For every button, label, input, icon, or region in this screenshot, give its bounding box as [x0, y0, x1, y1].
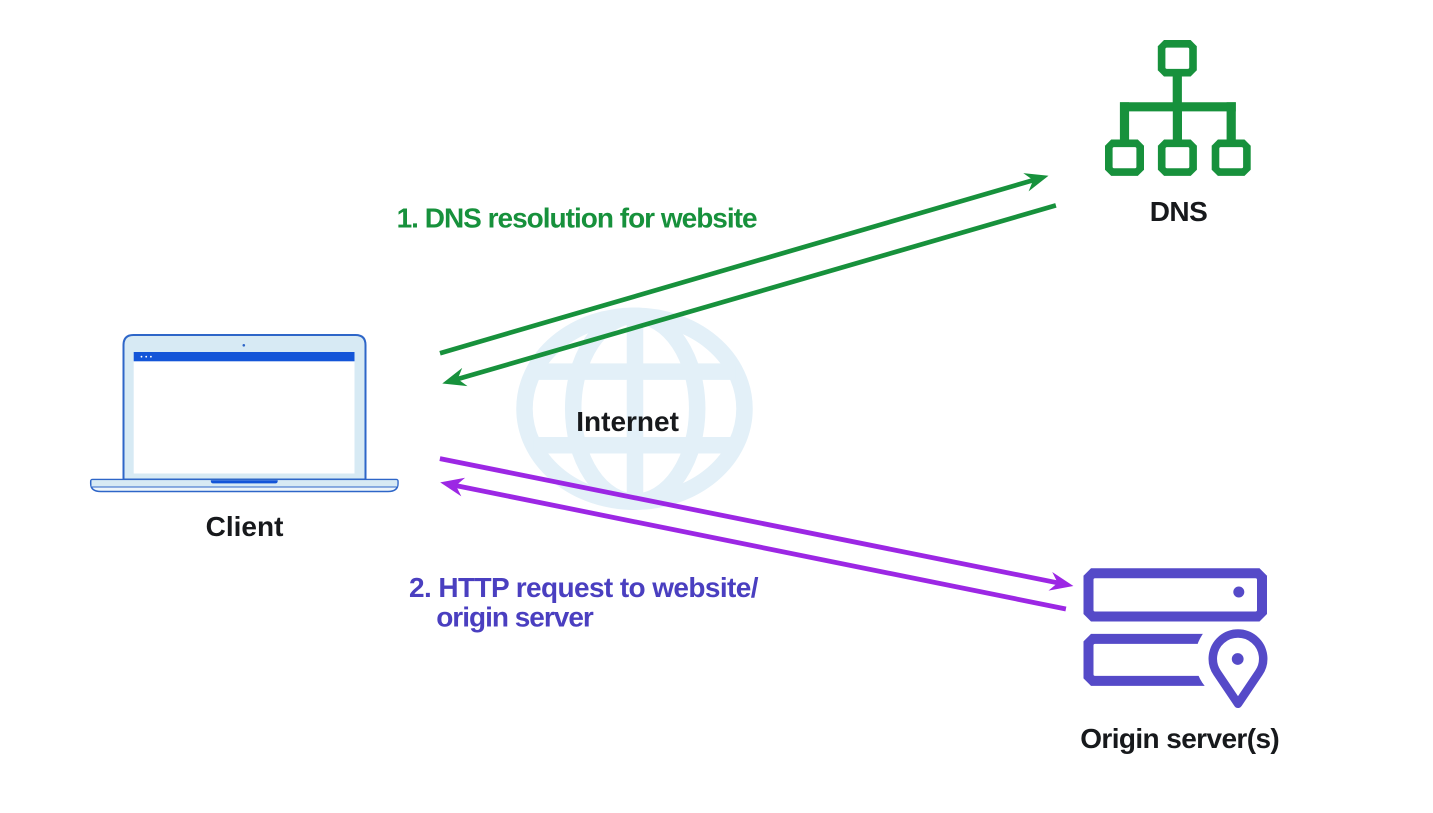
svg-text:DNS: DNS	[1150, 196, 1208, 227]
svg-text:2. HTTP request to website/: 2. HTTP request to website/	[409, 572, 759, 603]
svg-text:origin server: origin server	[436, 602, 594, 633]
svg-text:Internet: Internet	[576, 406, 679, 437]
svg-text:1. DNS resolution for website: 1. DNS resolution for website	[397, 202, 757, 233]
svg-text:Client: Client	[206, 511, 284, 542]
svg-text:Origin server(s): Origin server(s)	[1080, 723, 1279, 754]
